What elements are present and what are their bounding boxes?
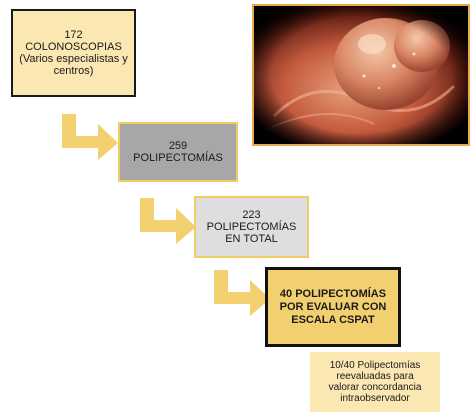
total-label-2: EN TOTAL: [225, 233, 278, 245]
concordancia-line-1: 10/40 Polipectomías: [330, 360, 421, 371]
polyp-photo: [254, 6, 468, 144]
colonoscopias-detail-1: (Varios especialistas y: [19, 53, 128, 65]
total-box: 223 POLIPECTOMÍAS EN TOTAL: [194, 196, 309, 258]
concordancia-line-4: intraobservador: [340, 393, 409, 404]
colonoscopias-box: 172 COLONOSCOPIAS (Varios especialistas …: [11, 9, 136, 97]
colonoscopy-polyp-image: [252, 4, 470, 146]
concordancia-line-3: valorar concordancia: [329, 382, 422, 393]
polipectomias-count: 259: [169, 140, 187, 152]
colonoscopias-detail-2: centros): [54, 65, 94, 77]
polipectomias-box: 259 POLIPECTOMÍAS: [118, 122, 238, 182]
total-count: 223: [242, 209, 260, 221]
cspat-box: 40 POLIPECTOMÍAS POR EVALUAR CON ESCALA …: [265, 267, 401, 347]
colonoscopias-label: COLONOSCOPIAS: [25, 41, 122, 53]
cspat-line-2: POR EVALUAR CON: [280, 301, 387, 314]
colonoscopias-count: 172: [64, 29, 82, 41]
polipectomias-label: POLIPECTOMÍAS: [133, 152, 223, 164]
arrow-1: [58, 112, 120, 162]
concordancia-line-2: reevaluadas para: [336, 371, 413, 382]
cspat-line-3: ESCALA CSPAT: [291, 314, 375, 327]
cspat-line-1: 40 POLIPECTOMÍAS: [280, 288, 386, 301]
arrow-3: [210, 268, 272, 318]
arrow-2: [136, 196, 198, 246]
concordancia-box: 10/40 Polipectomías reevaluadas para val…: [310, 352, 440, 412]
total-label-1: POLIPECTOMÍAS: [207, 221, 297, 233]
